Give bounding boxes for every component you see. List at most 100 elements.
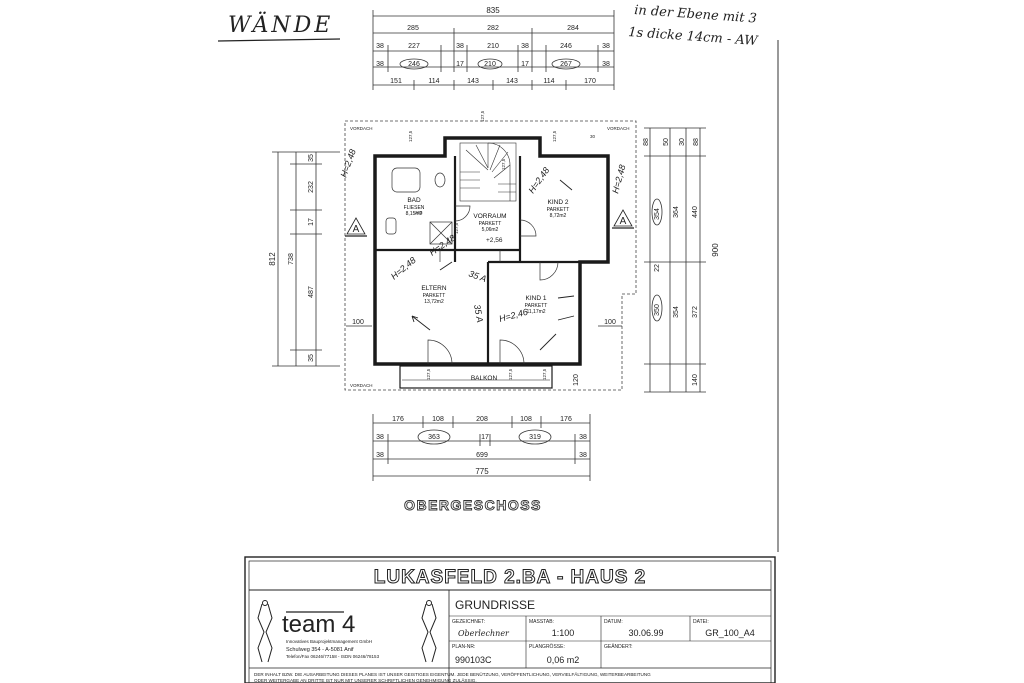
left-dim: 35	[308, 354, 315, 362]
top-dim: 227	[408, 43, 420, 50]
plan-no-label: PLAN-NR:	[452, 644, 475, 650]
top-dimension-labels: 835 285 282 284 38 227 38 210 38 246 38 …	[376, 6, 610, 85]
height-mark: H=2,48	[427, 233, 457, 258]
right-dim: 354	[654, 208, 661, 220]
plan-size-value: 0,06 m2	[547, 655, 580, 665]
top-dim: 246	[560, 43, 572, 50]
project-title: LUKASFELD 2.BA - HAUS 2	[374, 567, 646, 588]
scale-value: 1:100	[552, 628, 575, 638]
top-dim: 285	[407, 25, 419, 32]
company-logo: team 4 Innovatives Bauprojektmanagement …	[257, 600, 437, 663]
room-name: BAD	[407, 197, 421, 204]
bottom-overall-dim: 775	[475, 467, 489, 476]
wall-mark: 35 A	[472, 304, 485, 324]
room-area: 13,72m2	[424, 299, 444, 305]
top-dim: 17	[456, 61, 464, 68]
bottom-dim: 17	[481, 434, 489, 441]
bottom-dim: 176	[560, 416, 572, 423]
inner-dimensions: 127,5 127,5 127,5 30 127,5 127,5 127,5 2…	[408, 110, 596, 380]
inner-dim: 127,5	[454, 222, 459, 234]
bottom-dimension-labels: 176 108 208 108 176 38 363 17 319 38 38 …	[376, 416, 587, 476]
floor-plan: BAD FLIESEN 8,15m2 VORRAUM PARKETT 5,06m…	[338, 110, 637, 391]
top-dim: 38	[602, 61, 610, 68]
balcony-dim: 120	[573, 374, 580, 386]
top-dim: 143	[506, 78, 518, 85]
top-dim: 38	[521, 43, 529, 50]
room-area: 11,17m2	[526, 309, 545, 315]
height-mark: H=2,48	[526, 165, 551, 195]
wall-mark: 35 A	[467, 268, 488, 284]
logo-text: team 4	[282, 611, 355, 638]
room-name: BALKON	[471, 375, 498, 382]
inner-dim: 127,5	[408, 130, 413, 142]
inner-dim: 127,5	[552, 130, 557, 142]
heading-underline	[217, 38, 341, 42]
section-markers: A A	[345, 209, 634, 237]
right-dim: 440	[692, 206, 699, 218]
top-overall-dim: 835	[486, 6, 500, 15]
bottom-dim: 176	[392, 416, 404, 423]
date-value: 30.06.99	[628, 628, 663, 638]
right-dim: 30	[679, 138, 686, 146]
inner-dim: 127,5	[426, 368, 431, 380]
left-dim: 17	[308, 218, 315, 226]
company-contact: Telefon/Fax 06246/77158 - ISDN 06246/781…	[286, 654, 380, 659]
staircase	[459, 142, 517, 202]
top-dim: 267	[560, 61, 572, 68]
left-dim: 35	[308, 154, 315, 162]
overhang-label: VORDACH	[350, 126, 373, 131]
inner-dim: 127,5	[501, 158, 506, 170]
bathroom-fixtures	[385, 167, 453, 245]
handwritten-plan-marks: H=2,48 H=2,48 H=2,48 H=2,48 H=2,48 H=2,4…	[338, 148, 627, 324]
top-dim: 151	[390, 78, 402, 85]
changed-label: GEÄNDERT:	[604, 643, 633, 650]
bottom-dim: 38	[376, 452, 384, 459]
top-dimension-chains	[372, 10, 615, 90]
date-label: DATUM:	[604, 619, 623, 625]
room-area: 8,72m2	[550, 213, 567, 219]
room-floor: FLIESEN	[404, 205, 425, 211]
top-dim: 210	[484, 61, 496, 68]
room-name: KIND 1	[526, 295, 547, 302]
top-dim: 246	[408, 61, 420, 68]
floor-level: +2,56	[486, 237, 503, 244]
drawing-type: GRUNDRISSE	[455, 598, 535, 612]
note-line-1: in der Ebene mit 3	[634, 3, 758, 27]
right-dimension-labels: 900 88 50 30 88 354 22 350 364 354 440 3…	[573, 138, 720, 386]
toilet	[434, 172, 446, 188]
inner-dim: 127,5	[542, 368, 547, 380]
file-label: DATEI:	[693, 619, 709, 625]
right-dimension-chains	[598, 127, 706, 393]
room-floor: PARKETT	[525, 303, 548, 309]
title-block: LUKASFELD 2.BA - HAUS 2 team 4 Innovativ…	[244, 556, 776, 683]
bottom-dim: 699	[476, 452, 488, 459]
right-dim: 88	[643, 138, 650, 146]
height-mark: H=2,48	[389, 255, 418, 281]
section-marker: A	[620, 216, 627, 227]
walls-heading: WÄNDE	[228, 11, 333, 38]
top-dim: 114	[428, 78, 439, 85]
inner-dim: 127,5	[480, 110, 485, 122]
inner-dim: 127,5	[508, 368, 513, 380]
right-dim: 350	[654, 304, 661, 316]
room-name: ELTERN	[421, 285, 446, 292]
washbasin	[385, 217, 397, 235]
left-offset-dim: 100	[352, 319, 364, 326]
scale-label: MASSTAB:	[529, 619, 554, 625]
top-dim: 38	[376, 61, 384, 68]
top-dim: 284	[567, 25, 579, 32]
right-dim: 88	[693, 138, 700, 146]
bottom-dim: 38	[376, 434, 384, 441]
height-mark: H=2,46	[498, 307, 529, 324]
bathtub	[391, 167, 421, 193]
right-offset-dim: 100	[604, 319, 616, 326]
inner-dim: 205	[415, 210, 423, 215]
top-dim: 38	[456, 43, 464, 50]
section-marker: A	[353, 224, 360, 235]
floor-title: OBERGESCHOSS	[404, 497, 542, 513]
left-dim: 738	[288, 253, 295, 265]
room-name: VORRAUM	[473, 213, 506, 220]
right-overall-dim: 900	[711, 243, 720, 257]
bottom-dim: 108	[520, 416, 532, 423]
